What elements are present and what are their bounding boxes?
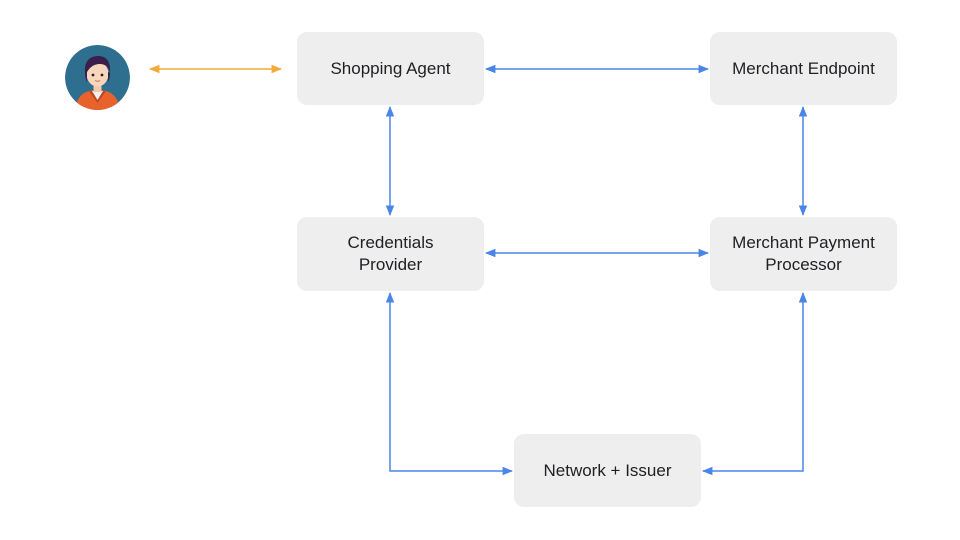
merchant-endpoint-label: Merchant Endpoint <box>732 58 875 78</box>
merchant-endpoint-node: Merchant Endpoint <box>710 32 897 105</box>
edge-payment-processor-network-issuer <box>701 291 808 476</box>
user-avatar-icon <box>65 45 130 110</box>
network-issuer-label: Network + Issuer <box>543 460 672 480</box>
shopping-agent-label: Shopping Agent <box>330 58 451 78</box>
network-issuer-node: Network + Issuer <box>514 434 701 507</box>
credentials-provider-label: Credentials Provider <box>347 233 434 274</box>
credentials-provider-node: Credentials Provider <box>297 217 484 291</box>
merchant-payment-processor-node: Merchant Payment Processor <box>710 217 897 291</box>
shopping-agent-node: Shopping Agent <box>297 32 484 105</box>
merchant-payment-processor-label: Merchant Payment Processor <box>732 233 875 274</box>
edge-credentials-provider-network-issuer <box>385 291 514 476</box>
